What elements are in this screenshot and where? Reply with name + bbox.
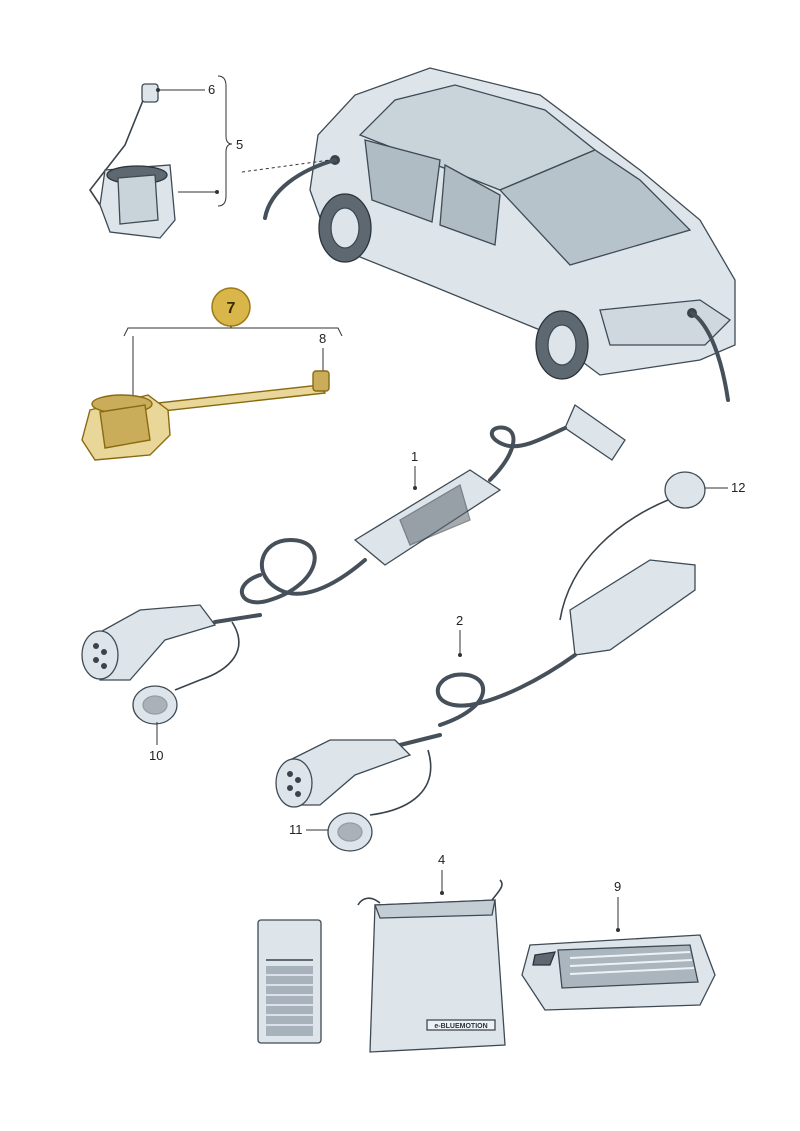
cable-holder-part-5 [89, 83, 176, 239]
callout-12: 12 [731, 480, 745, 495]
charging-cable-part-1 [81, 404, 626, 725]
bag-label: e-BLUEMOTION [434, 1023, 487, 1030]
bracket-5 [217, 75, 233, 207]
callout-5: 5 [236, 137, 243, 152]
callout-9: 9 [614, 879, 621, 894]
callout-4: 4 [438, 852, 445, 867]
cable-holder-part-7-highlighted [81, 370, 330, 461]
callout-11: 11 [289, 822, 303, 837]
callout-6: 6 [208, 82, 215, 97]
callout-10: 10 [149, 748, 163, 763]
car-illustration [263, 67, 736, 402]
callout-7: 7 [227, 300, 236, 317]
callout-2: 2 [456, 613, 463, 628]
charging-cable-part-2 [275, 471, 706, 852]
storage-box-part-9 [521, 934, 716, 1011]
storage-bag-part-4: e-BLUEMOTION [357, 879, 506, 1053]
callout-8: 8 [319, 331, 326, 346]
bracket-7 [123, 327, 343, 337]
leader-car-socket [241, 159, 331, 173]
callout-1: 1 [411, 449, 418, 464]
instruction-label-card [257, 919, 322, 1044]
